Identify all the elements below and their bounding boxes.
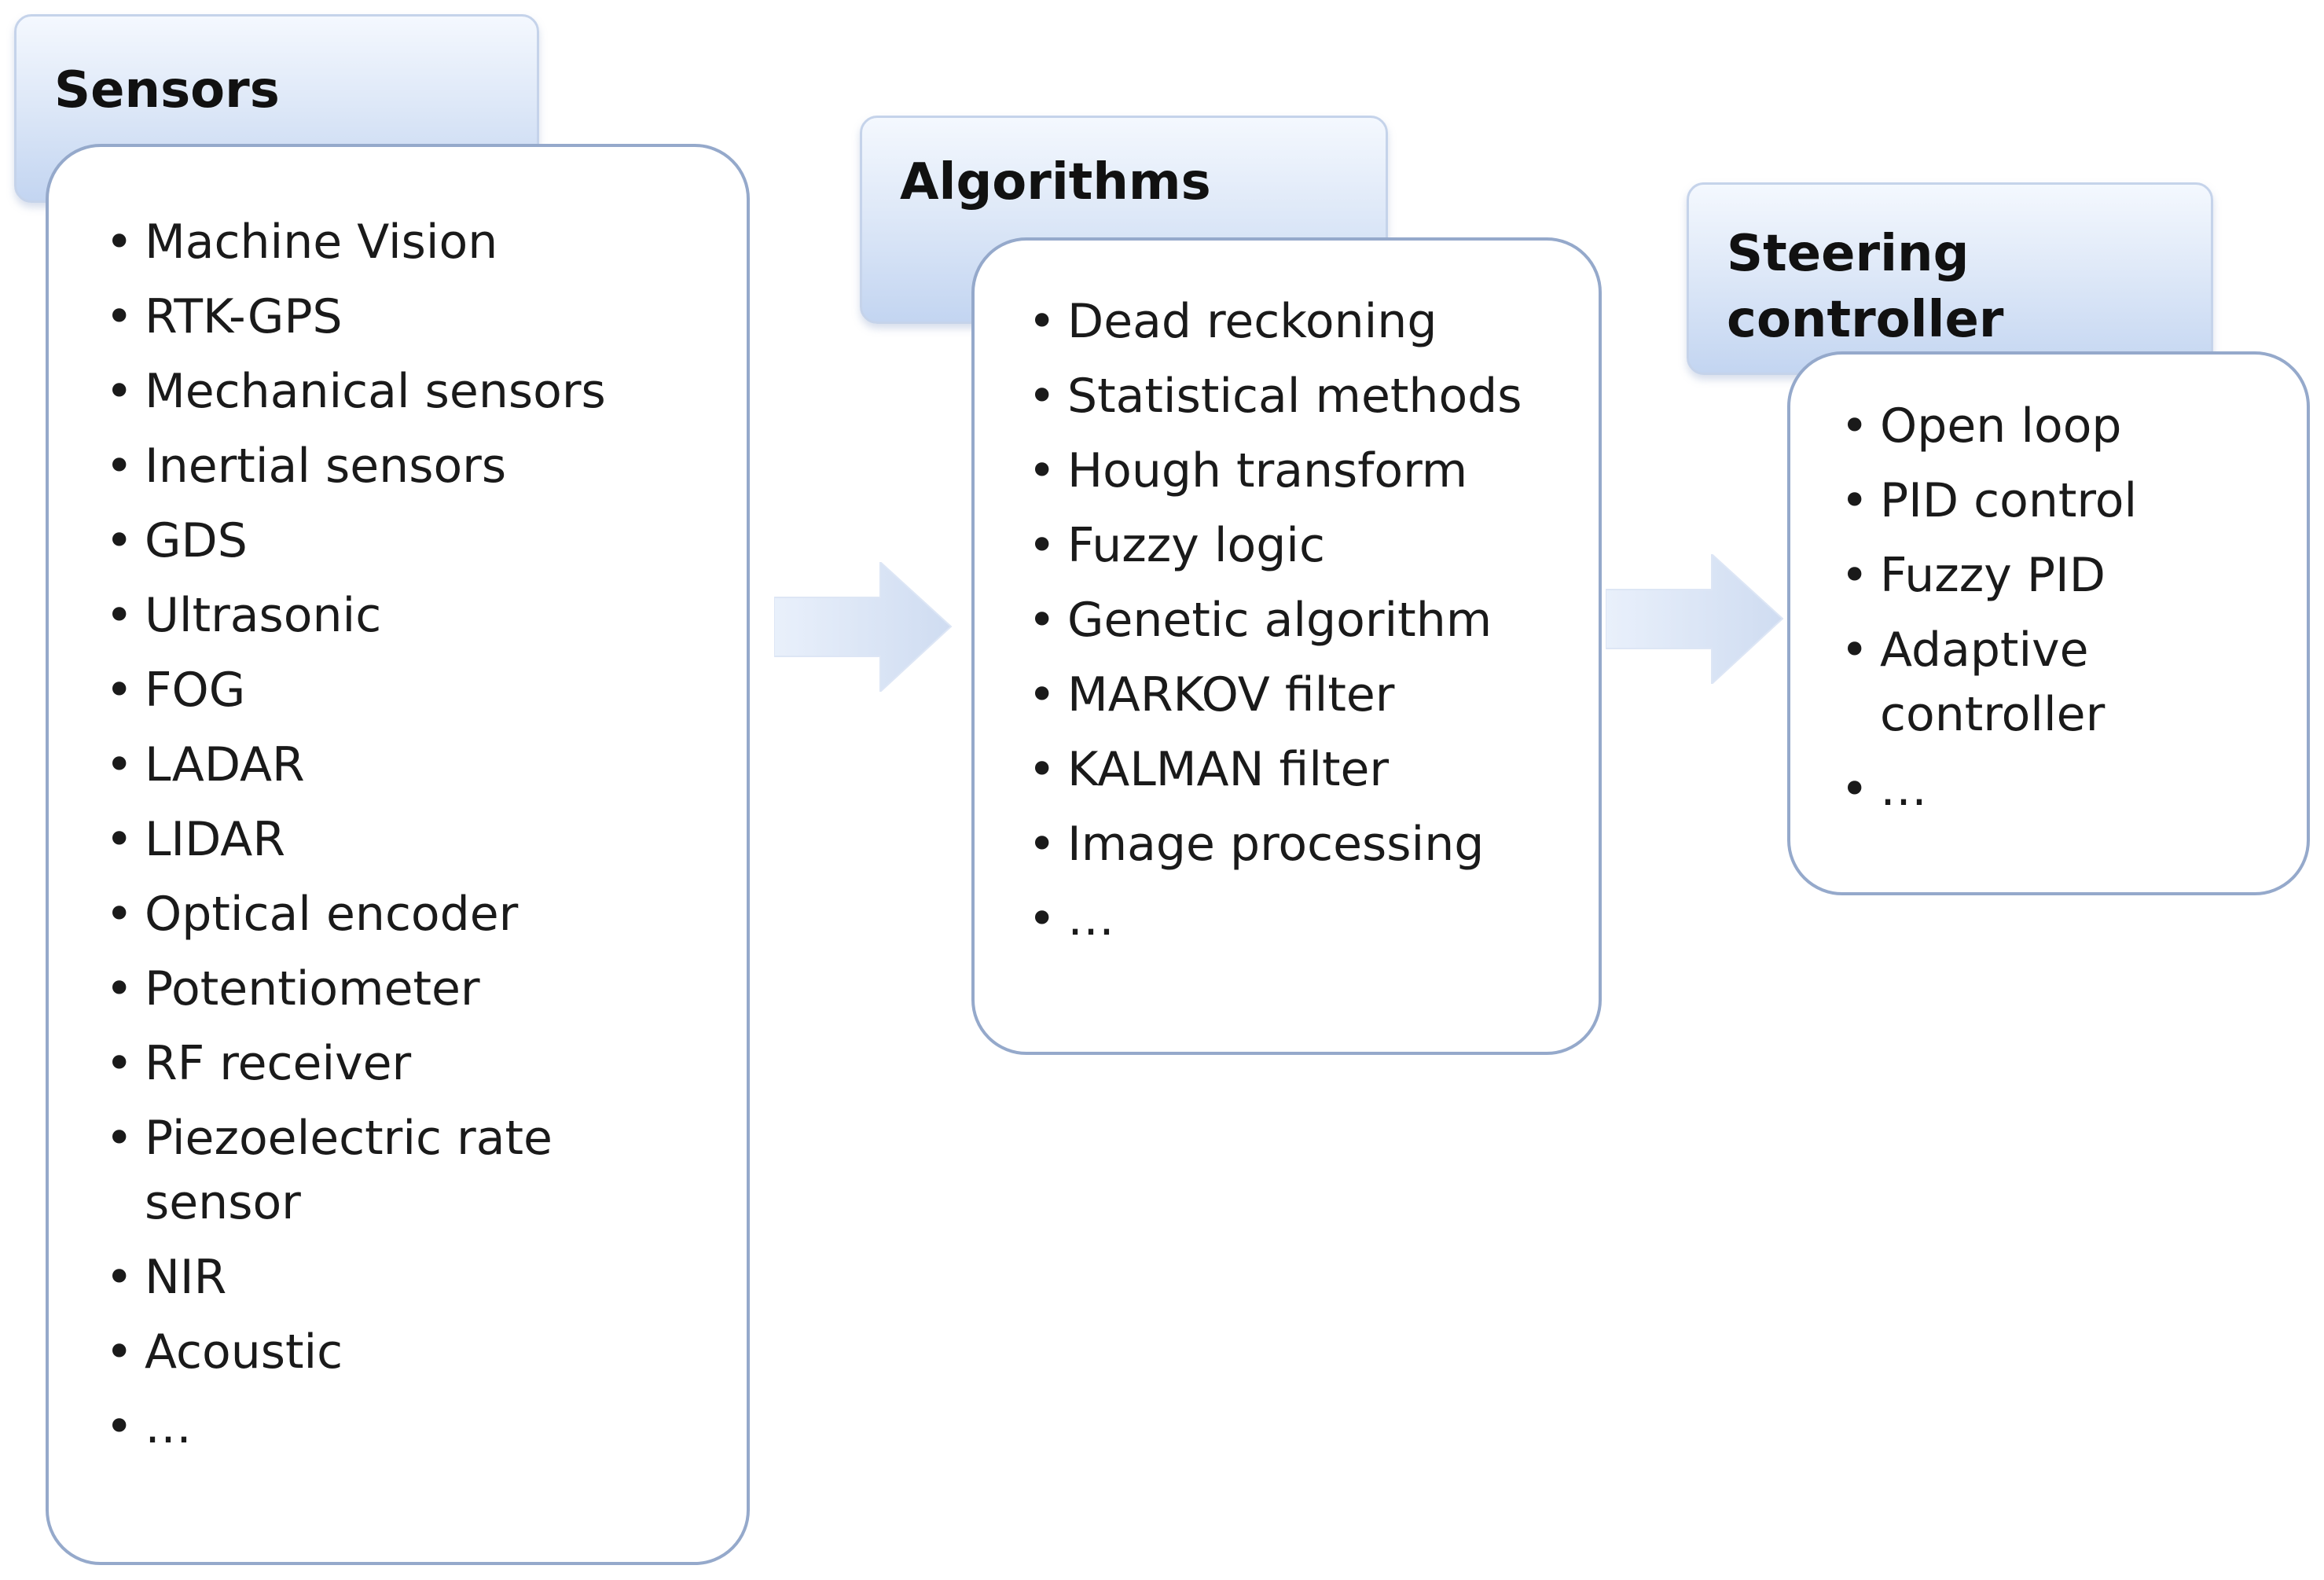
- bullet-icon: •: [1028, 891, 1056, 946]
- list-item: •Ultrasonic: [105, 583, 703, 648]
- list-item: •Optical encoder: [105, 882, 703, 946]
- bullet-icon: •: [105, 289, 134, 344]
- bullet-icon: •: [105, 737, 134, 792]
- bullet-icon: •: [1028, 667, 1056, 722]
- bullet-icon: •: [105, 812, 134, 867]
- bullet-icon: •: [1841, 623, 1869, 678]
- bullet-icon: •: [1028, 443, 1056, 498]
- list-item: •Image processing: [1028, 812, 1594, 876]
- bullet-icon: •: [105, 887, 134, 942]
- sensors-title: Sensors: [54, 61, 280, 119]
- bullet-icon: •: [105, 513, 134, 568]
- steering-controller-panel: •Open loop •PID control •Fuzzy PID •Adap…: [1787, 351, 2310, 895]
- bullet-icon: •: [105, 588, 134, 643]
- bullet-icon: •: [1841, 548, 1869, 603]
- sensors-panel: •Machine Vision •RTK-GPS •Mechanical sen…: [46, 144, 750, 1565]
- bullet-icon: •: [1028, 294, 1056, 349]
- bullet-icon: •: [1841, 473, 1869, 528]
- bullet-icon: •: [105, 364, 134, 419]
- bullet-icon: •: [1841, 399, 1869, 454]
- algorithms-title: Algorithms: [900, 153, 1211, 211]
- list-item: •Adaptive controller: [1841, 618, 2163, 747]
- list-item: •…: [1841, 757, 2281, 821]
- list-item: •RF receiver: [105, 1031, 703, 1096]
- bullet-icon: •: [105, 961, 134, 1016]
- bullet-icon: •: [1028, 817, 1056, 872]
- bullet-icon: •: [1028, 742, 1056, 797]
- list-item: •Acoustic: [105, 1320, 703, 1384]
- list-item: •GDS: [105, 509, 703, 573]
- bullet-icon: •: [1841, 762, 1869, 817]
- bullet-icon: •: [105, 439, 134, 494]
- list-item: •KALMAN filter: [1028, 737, 1594, 802]
- sensors-list: •Machine Vision •RTK-GPS •Mechanical sen…: [105, 210, 703, 1469]
- list-item: •Open loop: [1841, 394, 2281, 458]
- arrow-right-icon: [774, 562, 953, 692]
- bullet-icon: •: [105, 1111, 134, 1166]
- bullet-icon: •: [105, 1036, 134, 1091]
- steering-controller-title: Steering controller: [1727, 225, 2004, 349]
- list-item: •…: [105, 1394, 703, 1459]
- list-item: •RTK-GPS: [105, 285, 703, 349]
- bullet-icon: •: [105, 663, 134, 718]
- list-item: •MARKOV filter: [1028, 663, 1594, 727]
- list-item: •Fuzzy logic: [1028, 513, 1594, 578]
- bullet-icon: •: [1028, 518, 1056, 573]
- list-item: •NIR: [105, 1245, 703, 1310]
- list-item: •LADAR: [105, 733, 703, 797]
- bullet-icon: •: [105, 1325, 134, 1380]
- list-item: •Machine Vision: [105, 210, 703, 274]
- steering-controller-header: Steering controller: [1687, 182, 2213, 375]
- steering-controller-list: •Open loop •PID control •Fuzzy PID •Adap…: [1841, 394, 2281, 832]
- list-item: •Dead reckoning: [1028, 289, 1594, 354]
- algorithms-list: •Dead reckoning •Statistical methods •Ho…: [1028, 289, 1594, 961]
- algorithms-panel: •Dead reckoning •Statistical methods •Ho…: [971, 237, 1602, 1055]
- list-item: •FOG: [105, 658, 703, 722]
- list-item: •Statistical methods: [1028, 364, 1594, 428]
- list-item: •Hough transform: [1028, 439, 1594, 503]
- bullet-icon: •: [105, 1399, 134, 1454]
- list-item: •Piezoelectric rate sensor: [105, 1106, 585, 1235]
- list-item: •…: [1028, 887, 1594, 951]
- list-item: •Fuzzy PID: [1841, 543, 2281, 608]
- list-item: •Potentiometer: [105, 957, 703, 1021]
- list-item: •PID control: [1841, 468, 2281, 533]
- bullet-icon: •: [1028, 593, 1056, 648]
- list-item: •Mechanical sensors: [105, 359, 703, 424]
- list-item: •Genetic algorithm: [1028, 588, 1594, 652]
- bullet-icon: •: [1028, 369, 1056, 424]
- bullet-icon: •: [105, 215, 134, 270]
- bullet-icon: •: [105, 1250, 134, 1305]
- list-item: •Inertial sensors: [105, 434, 703, 498]
- list-item: •LIDAR: [105, 807, 703, 872]
- arrow-right-icon: [1606, 554, 1784, 684]
